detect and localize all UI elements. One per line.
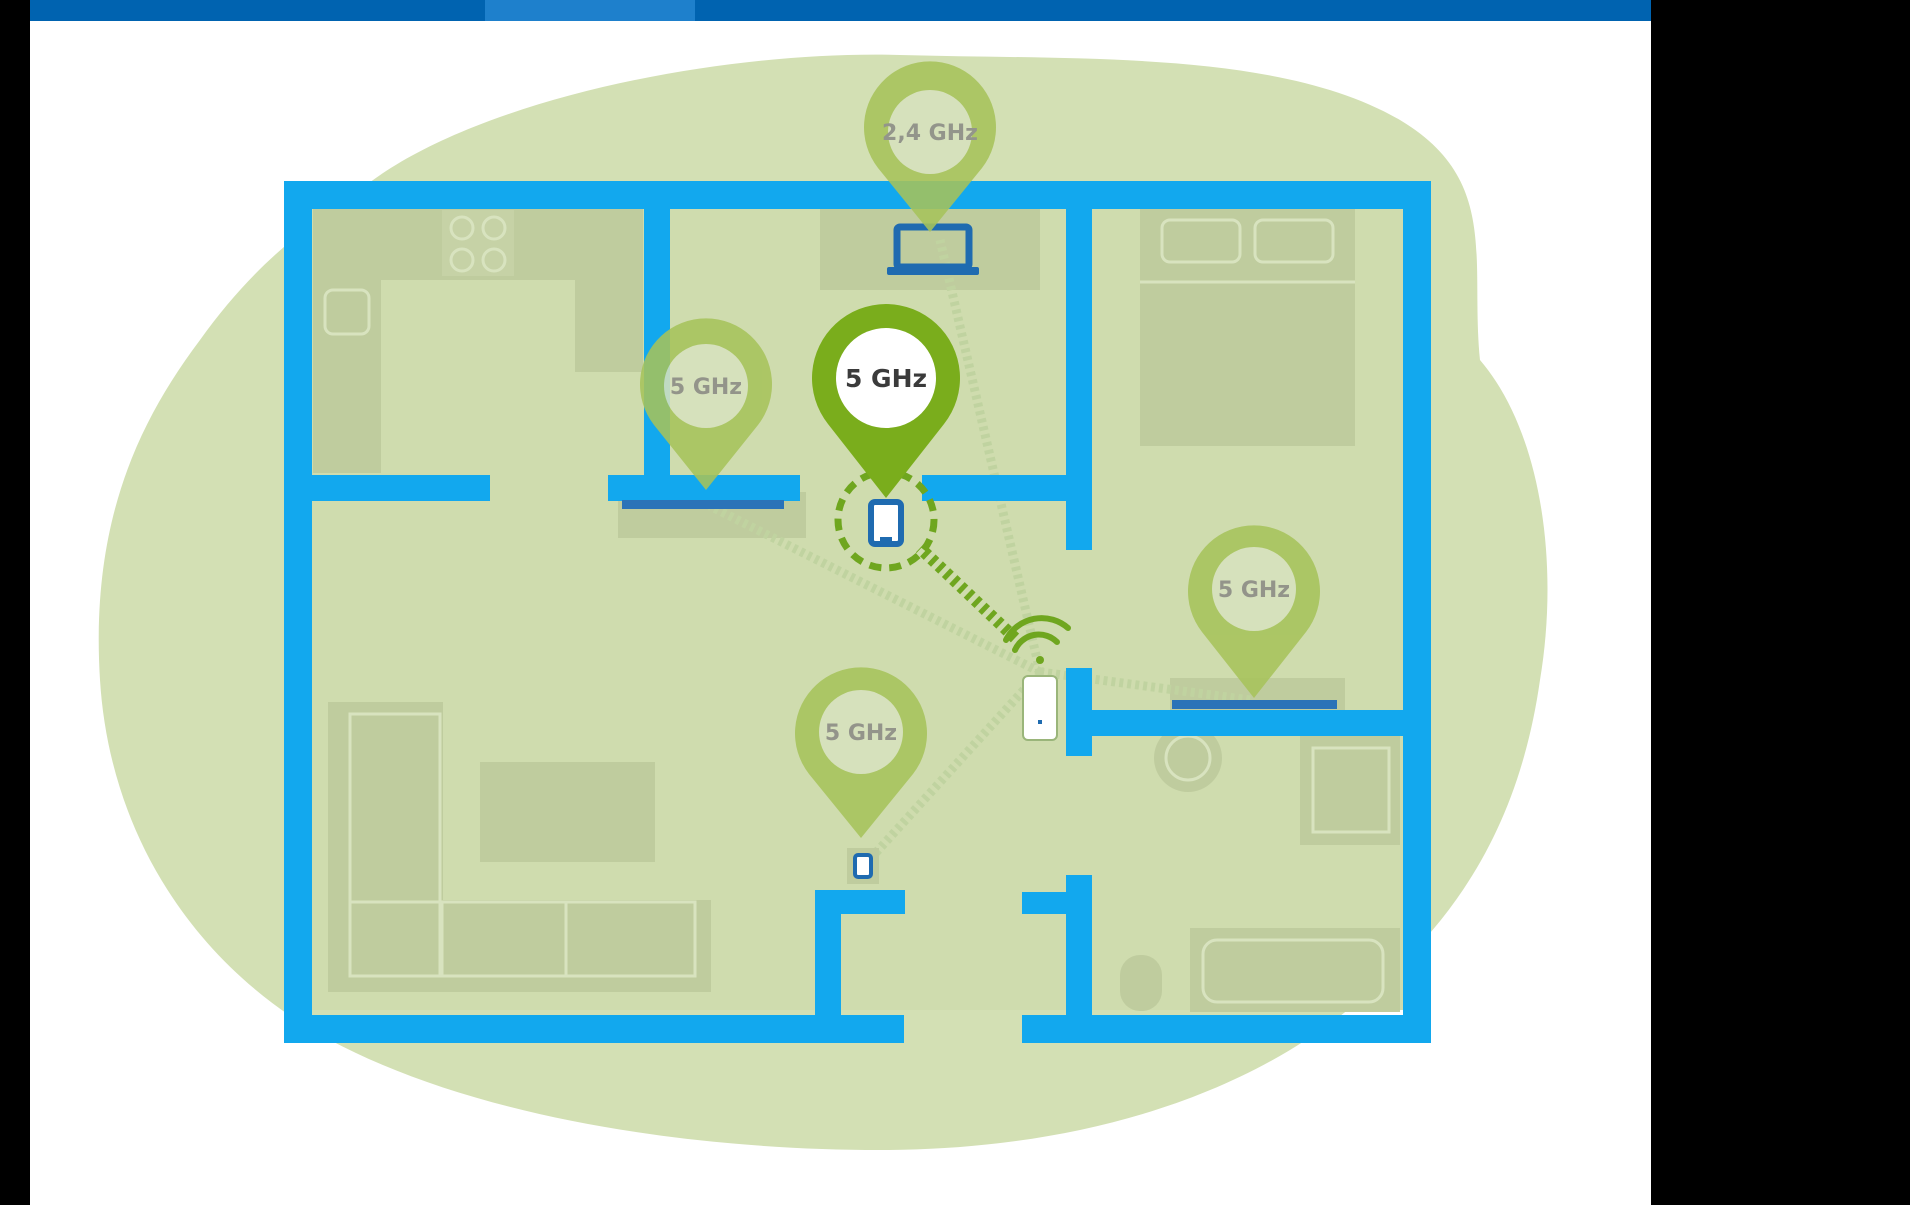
stove-burner	[449, 215, 475, 241]
stove-burner	[449, 247, 475, 273]
pin-5ghz-left: 5 GHz	[640, 318, 772, 490]
pin-5ghz-center: 5 GHz	[812, 304, 960, 498]
furniture	[313, 208, 1400, 1012]
stove-burner	[481, 215, 507, 241]
pin-label-5ghz-bottom: 5 GHz	[825, 721, 897, 746]
sofa-bottom	[328, 900, 711, 992]
kitchen-counter-right	[575, 280, 643, 372]
wall-bath-stub	[1022, 892, 1092, 914]
walls	[284, 181, 1431, 1043]
shower-tray	[1311, 746, 1391, 834]
pin-label-5ghz-right: 5 GHz	[1218, 578, 1290, 603]
wall-top	[284, 181, 1429, 209]
wall-hall-stub-left-vertical	[815, 890, 841, 1043]
wifi-repeater-icon	[1022, 675, 1058, 741]
phone-icon	[847, 848, 879, 884]
sofa-seat-outline	[348, 900, 697, 978]
pin-5ghz-bottom: 5 GHz	[795, 667, 927, 838]
coffee-table	[480, 762, 655, 862]
wall-kitchen-bottom	[312, 475, 490, 501]
pin-label-24ghz: 2,4 GHz	[882, 121, 978, 146]
pillow	[1253, 218, 1335, 264]
sink	[323, 288, 371, 336]
top-progress-bar	[30, 0, 1651, 21]
toilet	[1120, 955, 1162, 1011]
wall-right	[1403, 181, 1431, 1041]
shower	[1300, 735, 1400, 845]
pin-label-5ghz-left: 5 GHz	[670, 375, 742, 400]
bed	[1140, 208, 1355, 446]
top-progress-highlight	[485, 0, 695, 21]
wall-office-bedroom-divider	[1066, 195, 1092, 550]
pin-24ghz: 2,4 GHz	[864, 61, 997, 233]
window-strip	[1172, 700, 1337, 709]
wifi-icon	[1003, 615, 1071, 664]
pillow	[1160, 218, 1242, 264]
wall-bath-top	[1066, 710, 1431, 736]
bathtub-inner	[1201, 938, 1385, 1004]
window-strip	[622, 500, 784, 509]
wall-bottom-left	[284, 1015, 904, 1043]
pin-5ghz-right: 5 GHz	[1188, 525, 1321, 698]
wall-office-bottom-right	[922, 475, 1067, 501]
bathtub	[1190, 928, 1400, 1012]
pin-label-5ghz-center: 5 GHz	[845, 364, 927, 393]
signal-beam-to-shelf	[707, 501, 1043, 677]
signal-beam-active	[915, 543, 1020, 643]
kitchen-counter-vertical	[313, 208, 381, 473]
wall-left	[284, 181, 312, 1041]
signal-beam-to-laptop	[935, 238, 1045, 674]
washbasin	[1154, 724, 1222, 792]
stove-burner	[481, 247, 507, 273]
